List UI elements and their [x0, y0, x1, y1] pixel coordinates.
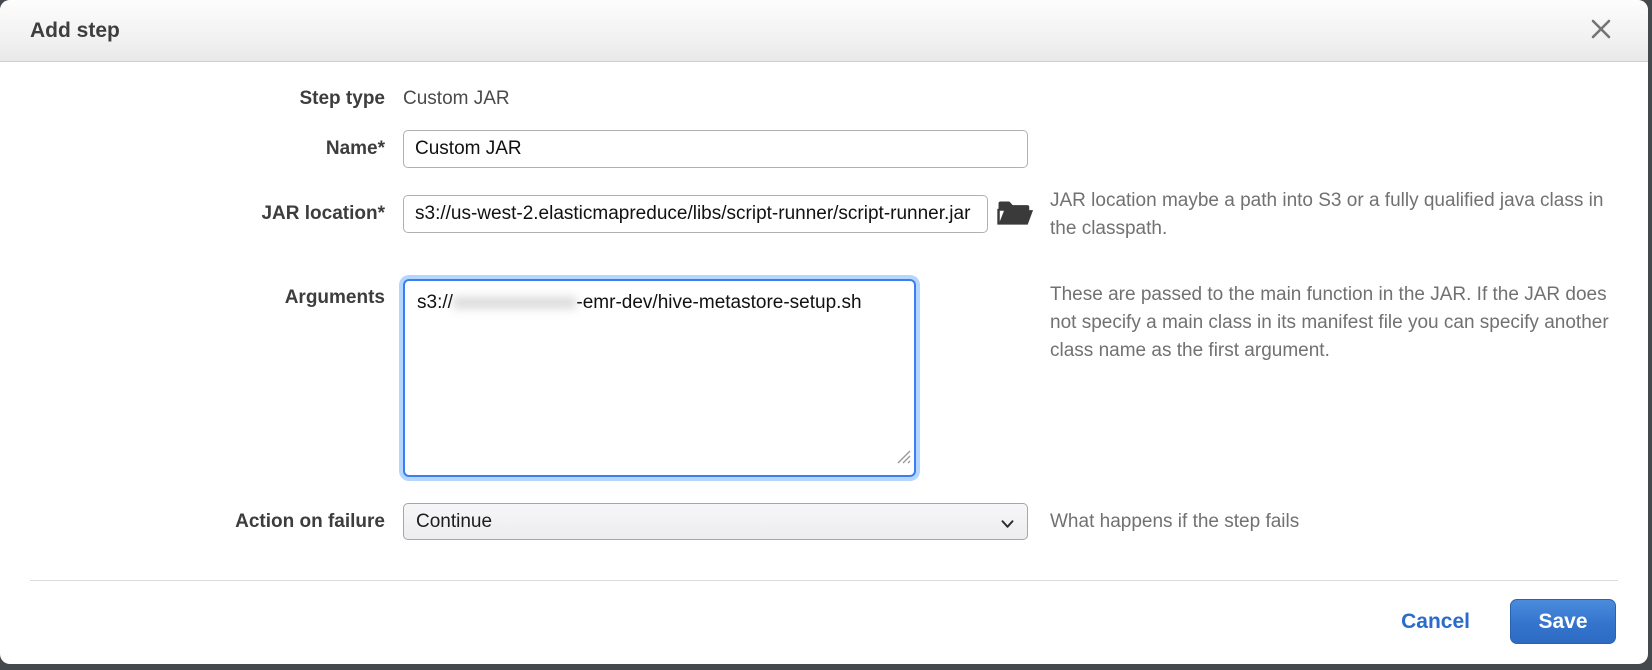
- dialog-body: Step type Custom JAR Name* JAR location*: [0, 62, 1648, 582]
- arguments-row: Arguments s3://xxxxxxxxxxxxx-emr-dev/hiv…: [0, 279, 1648, 477]
- step-type-row: Step type Custom JAR: [0, 88, 1648, 110]
- name-input[interactable]: [403, 130, 1028, 168]
- step-type-label: Step type: [299, 88, 385, 109]
- arguments-value-redacted: xxxxxxxxxxxxx: [452, 292, 577, 313]
- cancel-button[interactable]: Cancel: [1401, 609, 1470, 633]
- textarea-resize-grip-icon[interactable]: [897, 445, 911, 472]
- jar-location-help: JAR location maybe a path into S3 or a f…: [1050, 190, 1604, 239]
- dialog-title: Add step: [30, 18, 120, 42]
- save-button[interactable]: Save: [1510, 599, 1616, 644]
- action-on-failure-select[interactable]: Continue: [403, 503, 1028, 540]
- close-icon: [1588, 16, 1614, 45]
- jar-location-label: JAR location*: [261, 203, 385, 224]
- action-on-failure-label: Action on failure: [235, 510, 385, 532]
- browse-s3-button[interactable]: [997, 198, 1034, 231]
- arguments-help: These are passed to the main function in…: [1050, 284, 1609, 361]
- dialog-header: Add step: [0, 0, 1648, 62]
- name-row: Name*: [0, 130, 1648, 168]
- chevron-down-icon: [1001, 512, 1014, 534]
- action-on-failure-help: What happens if the step fails: [1050, 510, 1300, 532]
- close-button[interactable]: [1584, 14, 1618, 48]
- dialog-footer: Cancel Save: [0, 582, 1648, 664]
- folder-open-icon: [997, 198, 1034, 231]
- step-type-value: Custom JAR: [403, 88, 510, 109]
- arguments-value-suffix: -emr-dev/hive-metastore-setup.sh: [576, 292, 862, 313]
- name-label: Name*: [325, 138, 385, 159]
- arguments-value-prefix: s3://: [417, 292, 453, 313]
- arguments-textarea[interactable]: s3://xxxxxxxxxxxxx-emr-dev/hive-metastor…: [403, 279, 916, 477]
- footer-divider: [30, 580, 1618, 581]
- jar-location-input[interactable]: [403, 195, 988, 233]
- arguments-label: Arguments: [284, 287, 385, 308]
- action-on-failure-value: Continue: [416, 510, 493, 532]
- action-on-failure-row: Action on failure Continue What happens …: [0, 503, 1648, 540]
- jar-location-row: JAR location* JAR location maybe a path …: [0, 185, 1648, 243]
